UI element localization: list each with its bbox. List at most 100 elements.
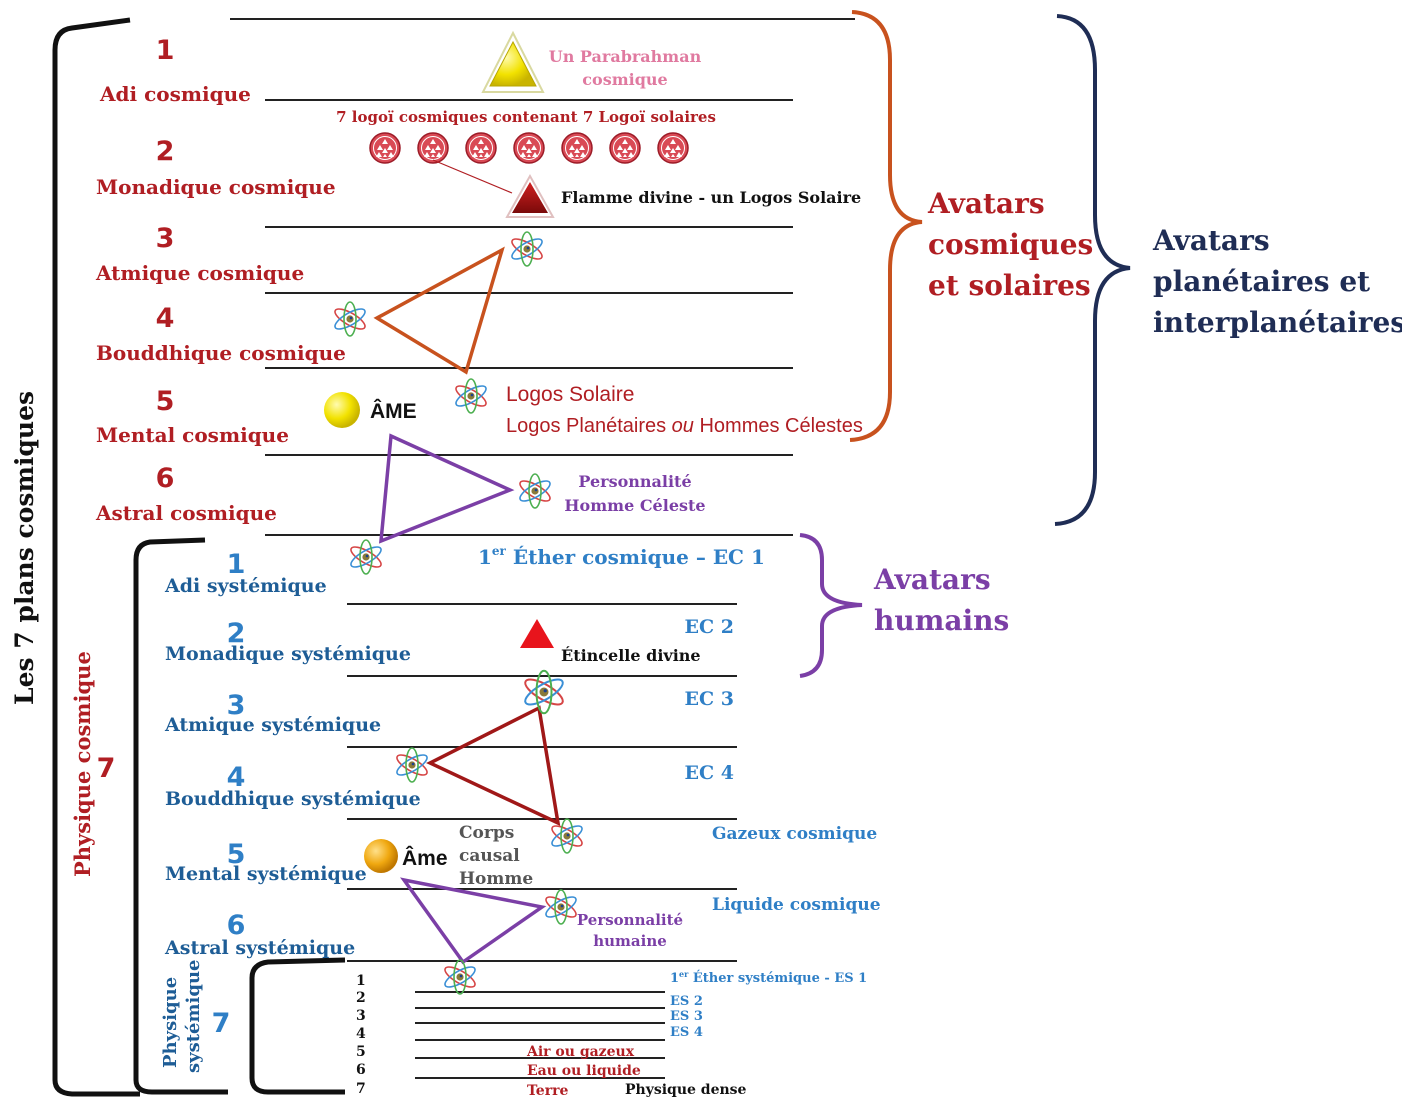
flamme-divine-label: Flamme divine - un Logos Solaire <box>561 188 861 207</box>
avatars-cosmiques-label: cosmiques <box>928 228 1093 261</box>
atom-icon <box>347 539 385 575</box>
physique-cosmique-number: 7 <box>97 753 116 784</box>
atom-icon <box>520 669 568 715</box>
logos-sphere-icon <box>657 132 689 164</box>
sublevel-number: 7 <box>356 1081 366 1097</box>
avatars-humains-label: Avatars <box>873 563 991 596</box>
cosmic-plane-number: 1 <box>156 35 175 66</box>
avatars-cosmiques-label: Avatars <box>927 187 1045 220</box>
es3-label: ES 3 <box>670 1009 703 1024</box>
atom-icon <box>452 378 490 414</box>
systemic-plane-label: Atmique systémique <box>164 714 381 736</box>
connector-line <box>432 159 513 194</box>
corps-causal-label: Corps <box>459 823 514 843</box>
avatars-planetaires-label: Avatars <box>1152 224 1270 257</box>
flamme-divine-pyramid-icon <box>505 173 555 218</box>
systemic-plane-number: 3 <box>227 690 246 721</box>
logos-sphere-icon <box>369 132 401 164</box>
personnalite-cosmique-triangle <box>378 433 515 544</box>
cosmic-plane-label: Astral cosmique <box>95 501 277 525</box>
cosmic-plane-label: Adi cosmique <box>99 82 251 106</box>
systemic-plane-number: 5 <box>227 839 246 870</box>
eau-label: Eau ou liquide <box>527 1063 641 1079</box>
cosmic-plane-label: Bouddhique cosmique <box>96 341 346 365</box>
logos-planetaires-label: Logos Planétaires ou Hommes Célestes <box>506 415 863 437</box>
avatars-planetaires-label: interplanétaires <box>1153 306 1402 339</box>
sublevel-number: 3 <box>356 1008 366 1024</box>
systemic-plane-number: 4 <box>227 762 246 793</box>
logos-sphere-icon <box>513 132 545 164</box>
atom-icon <box>331 301 369 337</box>
physique-cosmique-label: Physique cosmique <box>70 651 95 877</box>
logos-sphere-icon <box>609 132 641 164</box>
atom-icon <box>393 747 431 783</box>
liquide-cosmique-label: Liquide cosmique <box>712 895 881 915</box>
systemic-plane-label: Mental systémique <box>165 863 367 885</box>
logos-sphere-icon <box>417 132 449 164</box>
cosmic-triad-triangle <box>373 246 505 375</box>
ec3-label: EC 3 <box>685 688 734 710</box>
etincelle-divine-label: Étincelle divine <box>561 645 701 665</box>
personnalite-humaine-triangle <box>399 877 547 965</box>
cosmic-plane-label: Monadique cosmique <box>96 175 336 199</box>
logos-sphere-icon <box>561 132 593 164</box>
personnalite-homme-celeste-label: Personnalité <box>578 472 691 491</box>
sublevel-number: 4 <box>356 1026 366 1042</box>
es4-label: ES 4 <box>670 1025 703 1040</box>
atom-icon <box>542 889 580 925</box>
personnalite-humaine-label: humaine <box>593 932 667 950</box>
cosmic-plane-separators <box>230 18 855 536</box>
personnalite-humaine-label: Personnalité <box>577 911 683 929</box>
sublevel-number: 6 <box>356 1062 366 1078</box>
ame-systemique-sphere-icon <box>364 839 398 873</box>
air-label: Air ou gazeux <box>526 1044 635 1060</box>
systemic-plane-number: 1 <box>227 549 246 580</box>
etincelle-divine-pyramid-icon <box>520 619 554 648</box>
brace-avatars-cosmiques <box>849 10 923 442</box>
sublevel-number: 5 <box>356 1044 366 1060</box>
corps-causal-label: causal <box>459 846 520 866</box>
systemic-plane-number: 6 <box>227 910 246 941</box>
cosmic-plane-number: 2 <box>156 136 175 167</box>
sublevel-number: 2 <box>356 990 366 1006</box>
avatars-planetaires-label: planétaires et <box>1153 265 1370 298</box>
brace-avatars-planetaires <box>1054 14 1131 526</box>
systemic-plane-label: Bouddhique systémique <box>165 788 421 810</box>
ame-cosmique-label: ÂME <box>370 399 417 423</box>
cosmic-plane-number: 3 <box>156 223 175 254</box>
seven-logoi-spheres <box>369 132 689 164</box>
ame-systemique-label: Âme <box>402 846 448 870</box>
physique-dense-label: Physique dense <box>625 1082 747 1097</box>
ame-sphere-icon <box>324 392 360 428</box>
sublevel-number: 1 <box>356 973 366 989</box>
corps-causal-label: Homme <box>459 869 533 889</box>
systemic-plane-label: Astral systémique <box>164 937 355 959</box>
atom-icon <box>516 473 554 509</box>
cosmic-plane-label: Atmique cosmique <box>95 261 304 285</box>
cosmic-plane-number: 6 <box>156 463 175 494</box>
terre-label: Terre <box>527 1083 568 1097</box>
cosmic-plane-label: Mental cosmique <box>96 423 289 447</box>
cosmic-plane-number: 4 <box>156 303 175 334</box>
bracket-physique-systemique <box>249 957 346 1095</box>
physique-systemique-label-line2: systémique <box>183 959 204 1073</box>
bracket-physique-cosmique <box>133 537 228 1095</box>
parabrahman-label: cosmique <box>582 70 667 89</box>
logos-solaire-label: Logos Solaire <box>506 383 634 406</box>
systemic-plane-label: Monadique systémique <box>165 643 411 665</box>
gazeux-cosmique-label: Gazeux cosmique <box>712 824 877 844</box>
ether-systemique-label: 1er Éther systémique - ES 1 <box>670 969 867 986</box>
ec4-label: EC 4 <box>685 762 734 784</box>
avatars-humains-label: humains <box>874 604 1009 637</box>
cosmic-plane-number: 5 <box>156 386 175 417</box>
parabrahman-label: Un Parabrahman <box>549 47 702 66</box>
logoi-label: 7 logoï cosmiques contenant 7 Logoï sola… <box>336 108 716 126</box>
systemic-plane-number: 2 <box>227 618 246 649</box>
atom-icon <box>441 959 479 995</box>
physique-systemique-number: 7 <box>212 1008 231 1039</box>
es2-label: ES 2 <box>670 994 703 1009</box>
bracket-seven-cosmic-planes <box>52 17 140 1097</box>
ec2-label: EC 2 <box>685 616 734 638</box>
brace-avatars-humains <box>799 533 863 678</box>
